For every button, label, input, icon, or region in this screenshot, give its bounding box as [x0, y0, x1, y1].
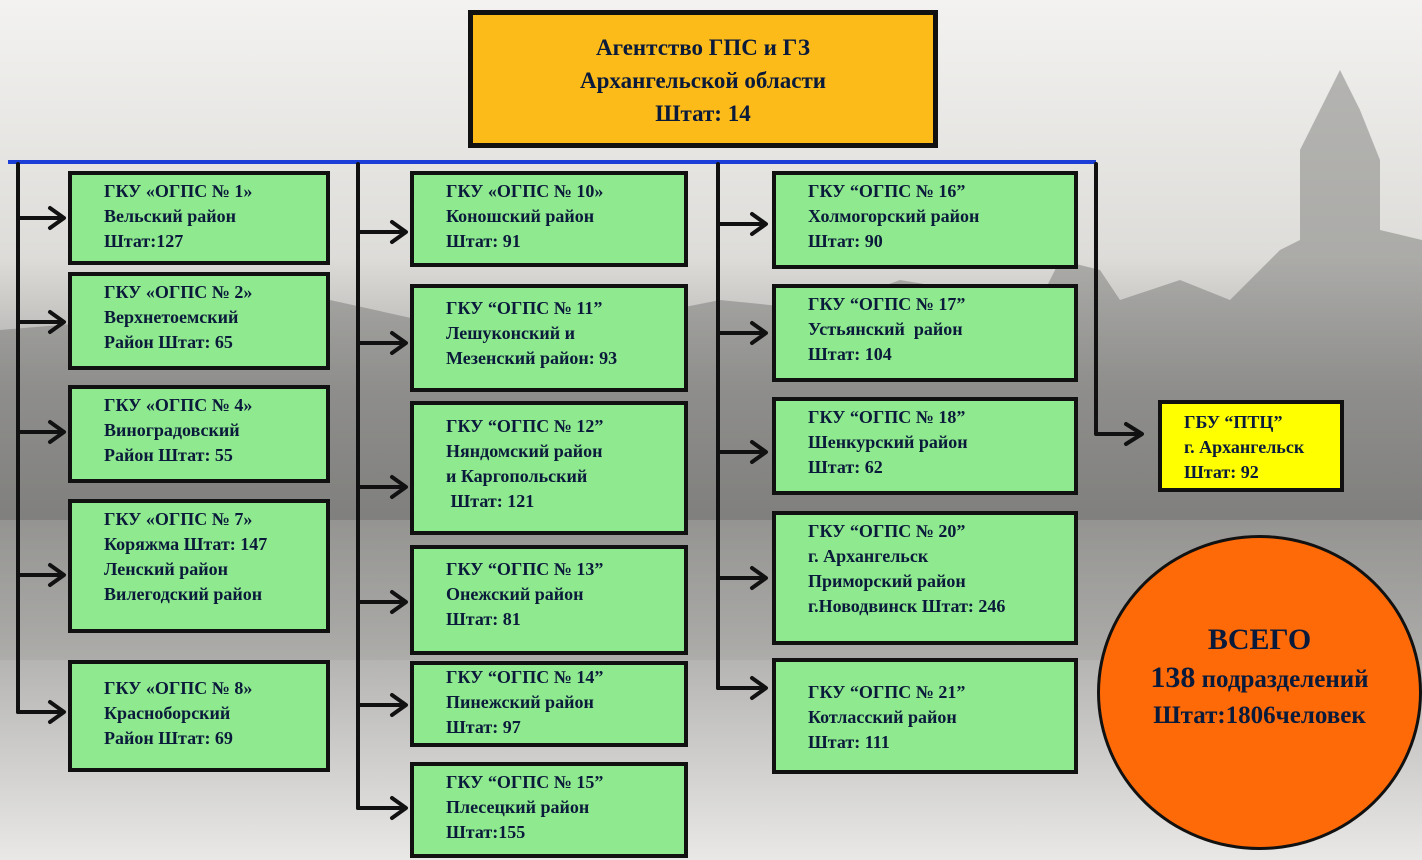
node-staff: Штат:127: [104, 231, 184, 251]
node-ogps-16: ГКУ “ОГПС № 16” Холмогорский район Штат:…: [772, 171, 1078, 269]
node-staff: Мезенский район: 93: [446, 348, 618, 368]
node-district-2: и Каргопольский: [446, 466, 588, 486]
node-ogps-13: ГКУ “ОГПС № 13” Онежский район Штат: 81: [410, 545, 688, 655]
agency-header-box: Агентство ГПС и ГЗ Архангельской области…: [468, 10, 938, 148]
node-title: ГКУ “ОГПС № 16”: [808, 181, 966, 201]
node-district: Онежский район: [446, 584, 584, 604]
node-title: ГКУ «ОГПС № 8»: [104, 678, 253, 698]
node-district: Лешуконский и: [446, 323, 575, 343]
node-district: Шенкурский район: [808, 432, 968, 452]
node-staff: Штат: 62: [808, 457, 883, 477]
node-city: г. Архангельск: [808, 546, 929, 566]
node-district: Няндомский район: [446, 441, 603, 461]
node-district-2: Ленский район: [104, 559, 229, 579]
node-title: ГКУ “ОГПС № 21”: [808, 682, 966, 702]
node-ogps-21: ГКУ “ОГПС № 21” Котласский район Штат: 1…: [772, 658, 1078, 774]
total-summary-circle: ВСЕГО 138 подразделений Штат:1806человек: [1097, 535, 1422, 850]
node-staff: Штат:155: [446, 822, 526, 842]
node-district: Холмогорский район: [808, 206, 980, 226]
node-ogps-10: ГКУ «ОГПС № 10» Коношский район Штат: 91: [410, 171, 688, 267]
node-staff: Штат: 81: [446, 609, 521, 629]
node-staff: Штат: 111: [808, 732, 890, 752]
node-ogps-17: ГКУ “ОГПС № 17” Устьянский район Штат: 1…: [772, 284, 1078, 382]
node-title: ГБУ “ПТЦ”: [1184, 412, 1283, 432]
node-title: ГКУ «ОГПС № 7»: [104, 509, 253, 529]
node-city: г. Архангельск: [1184, 437, 1305, 457]
node-district: Верхнетоемский: [104, 307, 239, 327]
node-district: Устьянский район: [808, 319, 963, 339]
total-label: ВСЕГО: [1207, 623, 1312, 656]
node-staff: Штат: 92: [1184, 462, 1259, 482]
node-staff: Район Штат: 55: [104, 445, 233, 465]
node-staff: Штат: 104: [808, 344, 892, 364]
node-gbu-ptc: ГБУ “ПТЦ” г. Архангельск Штат: 92: [1158, 400, 1344, 492]
total-units-count: 138: [1150, 661, 1196, 694]
node-staff: Район Штат: 65: [104, 332, 233, 352]
node-title: ГКУ “ОГПС № 11”: [446, 298, 603, 318]
node-ogps-14: ГКУ “ОГПС № 14” Пинежский район Штат: 97: [410, 661, 688, 747]
node-district-3: Вилегодский район: [104, 584, 263, 604]
node-ogps-15: ГКУ “ОГПС № 15” Плесецкий район Штат:155: [410, 762, 688, 858]
node-district: Приморский район: [808, 571, 966, 591]
arrow-gbu: [1124, 422, 1144, 446]
header-line-2: Архангельской области: [579, 68, 826, 93]
node-ogps-7: ГКУ «ОГПС № 7» Коряжма Штат: 147 Ленский…: [68, 499, 330, 633]
node-title: ГКУ “ОГПС № 18”: [808, 407, 966, 427]
node-ogps-8: ГКУ «ОГПС № 8» Красноборский Район Штат:…: [68, 660, 330, 772]
total-units: 138 подразделений: [1100, 660, 1419, 698]
node-title: ГКУ “ОГПС № 14”: [446, 667, 604, 687]
arrows-column-1: [16, 206, 66, 724]
node-ogps-1: ГКУ «ОГПС № 1» Вельский район Штат:127: [68, 171, 330, 265]
node-ogps-12: ГКУ “ОГПС № 12” Няндомский район и Карго…: [410, 401, 688, 535]
node-title: ГКУ «ОГПС № 4»: [104, 395, 253, 415]
node-ogps-4: ГКУ «ОГПС № 4» Виноградовский Район Штат…: [68, 385, 330, 483]
node-staff: Район Штат: 69: [104, 728, 233, 748]
node-staff: г.Новодвинск Штат: 246: [808, 596, 1006, 616]
node-district: Коношский район: [446, 206, 595, 226]
node-district: Вельский район: [104, 206, 236, 226]
node-staff: Штат: 91: [446, 231, 521, 251]
header-line-1: Агентство ГПС и ГЗ: [595, 35, 811, 60]
node-staff: Штат: 97: [446, 717, 521, 737]
node-district: Плесецкий район: [446, 797, 590, 817]
node-title: ГКУ “ОГПС № 13”: [446, 559, 604, 579]
node-ogps-11: ГКУ “ОГПС № 11” Лешуконский и Мезенский …: [410, 284, 688, 392]
node-ogps-2: ГКУ «ОГПС № 2» Верхнетоемский Район Штат…: [68, 272, 330, 370]
node-staff: Штат: 121: [446, 491, 535, 511]
node-title: ГКУ “ОГПС № 17”: [808, 294, 966, 314]
arrows-column-3: [716, 212, 768, 700]
node-title: ГКУ «ОГПС № 2»: [104, 282, 253, 302]
header-line-3: Штат: 14: [655, 101, 751, 126]
total-staff: Штат:1806человек: [1153, 702, 1366, 729]
total-units-suffix: подразделений: [1195, 666, 1369, 693]
node-district: Котласский район: [808, 707, 957, 727]
node-staff: Штат: 90: [808, 231, 883, 251]
node-district: Красноборский: [104, 703, 231, 723]
trunk-gbu: [1094, 162, 1140, 436]
arrows-column-2: [356, 220, 408, 820]
node-title: ГКУ “ОГПС № 12”: [446, 416, 604, 436]
node-title: ГКУ «ОГПС № 10»: [446, 181, 604, 201]
node-title: ГКУ «ОГПС № 1»: [104, 181, 253, 201]
node-title: ГКУ “ОГПС № 15”: [446, 772, 604, 792]
node-ogps-18: ГКУ “ОГПС № 18” Шенкурский район Штат: 6…: [772, 397, 1078, 495]
node-title: ГКУ “ОГПС № 20”: [808, 521, 966, 541]
node-district: Коряжма Штат: 147: [104, 534, 268, 554]
node-district: Пинежский район: [446, 692, 594, 712]
node-ogps-20: ГКУ “ОГПС № 20” г. Архангельск Приморски…: [772, 511, 1078, 645]
node-district: Виноградовский: [104, 420, 240, 440]
